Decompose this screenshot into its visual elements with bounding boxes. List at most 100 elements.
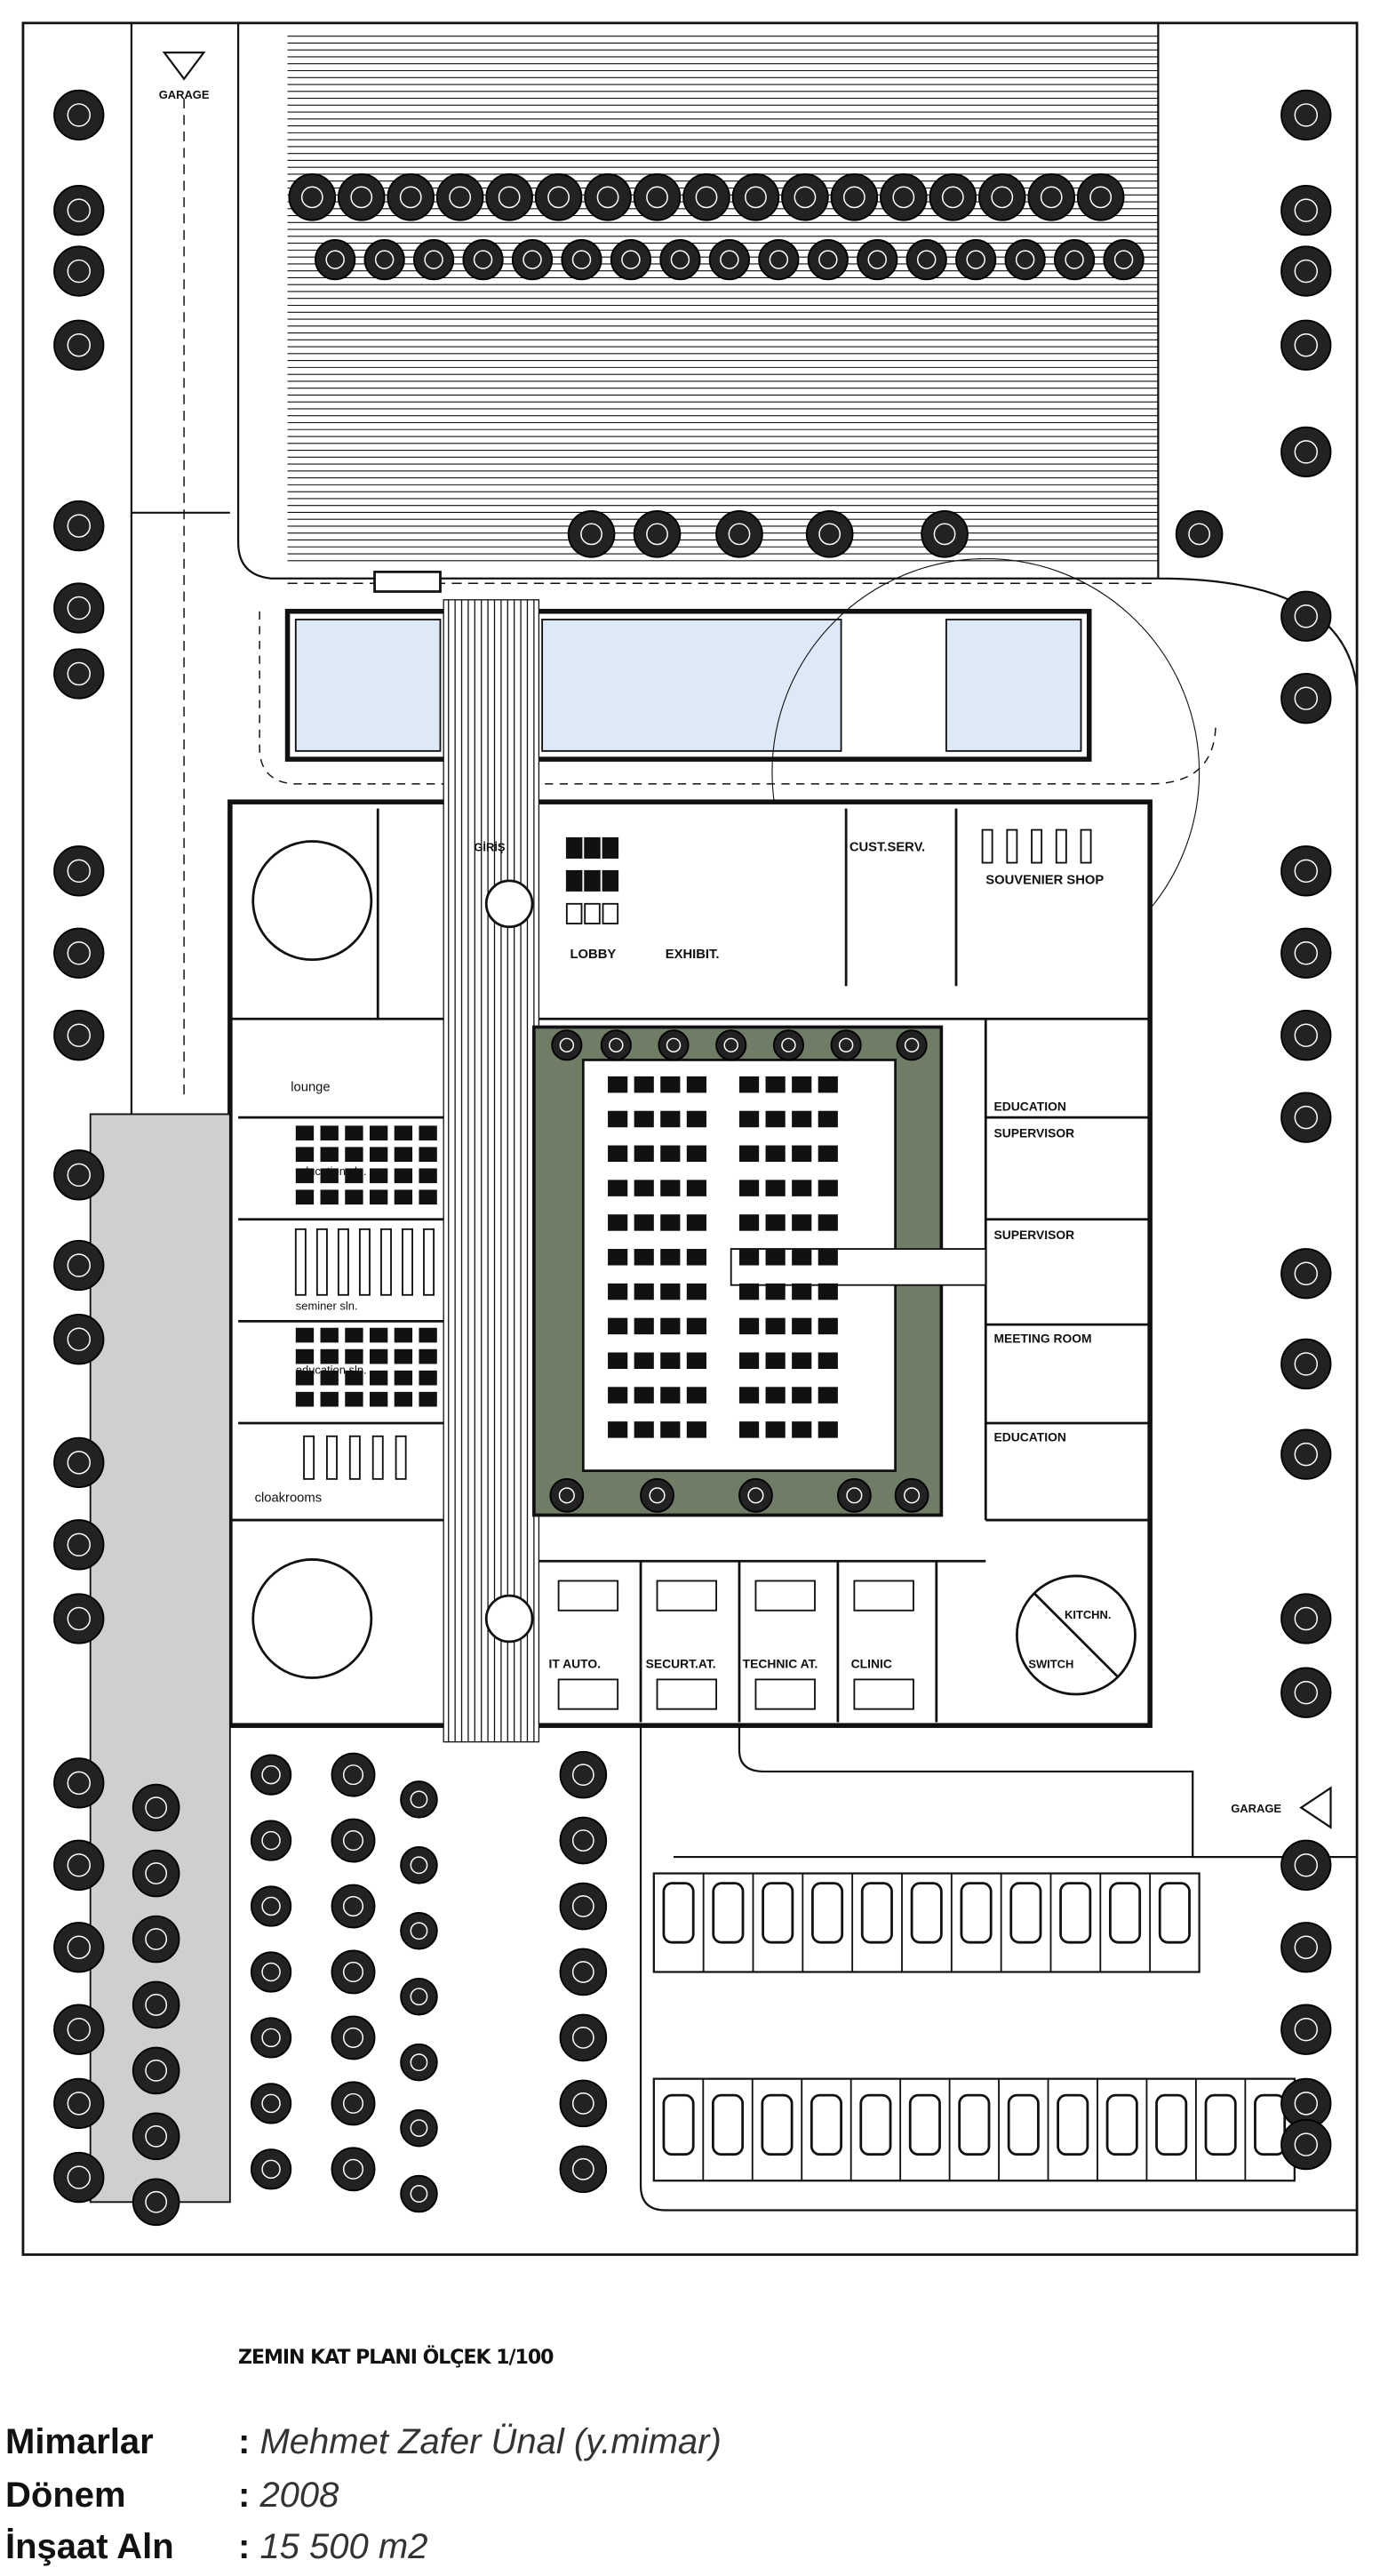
student-desk	[345, 1168, 363, 1184]
tree-icon	[400, 2043, 438, 2082]
hall-seat	[738, 1145, 760, 1163]
tree-icon-detail	[747, 1487, 764, 1504]
tree-icon	[1280, 1010, 1332, 1061]
room-exhibit: EXHIBIT.	[666, 948, 720, 962]
tree-icon-detail	[649, 1487, 666, 1504]
tree-icon	[880, 173, 928, 221]
room-education-r2: EDUCATION	[994, 1429, 1066, 1444]
locker	[303, 1435, 315, 1480]
tree-icon-detail	[966, 250, 985, 269]
tree-icon	[53, 1239, 105, 1292]
hall-seat	[818, 1110, 838, 1128]
boardwalk-outline	[443, 599, 540, 1743]
tree-icon	[1280, 2004, 1332, 2055]
tree-icon	[640, 1477, 674, 1513]
tree-icon	[559, 2145, 608, 2194]
hall-seat	[818, 1283, 838, 1300]
tree-icon-detail	[342, 2092, 364, 2114]
student-desk	[295, 1189, 315, 1205]
tree-icon	[830, 1029, 862, 1061]
tree-icon-detail	[67, 1853, 91, 1877]
car-icon	[762, 1882, 794, 1944]
tree-icon-detail	[67, 1451, 91, 1475]
tree-icon	[1004, 238, 1046, 281]
student-desk	[394, 1391, 413, 1407]
car-icon	[958, 2093, 991, 2156]
student-desk	[419, 1125, 437, 1141]
hall-seat	[660, 1145, 681, 1163]
tree-icon	[363, 238, 405, 281]
tree-icon-detail	[1294, 1442, 1318, 1467]
office-desk	[656, 1580, 718, 1612]
tree-icon	[1280, 89, 1332, 141]
tree-icon-detail	[571, 2027, 594, 2049]
office-desk	[754, 1678, 816, 1710]
car-icon	[811, 1882, 844, 1944]
car-icon	[1254, 2093, 1287, 2156]
tree-icon	[1280, 426, 1332, 478]
lobby-seat	[565, 869, 583, 892]
tree-icon-detail	[300, 186, 323, 209]
hall-seat	[792, 1180, 812, 1196]
tree-icon-detail	[67, 1253, 91, 1277]
tree-icon	[708, 238, 750, 281]
room-switch: SWITCH	[1028, 1657, 1073, 1670]
tree-icon-detail	[261, 1830, 281, 1851]
shop-shelf	[1031, 828, 1043, 864]
room-cloakrooms: cloakrooms	[255, 1492, 323, 1506]
tree-icon-detail	[67, 514, 91, 538]
tree-icon	[1280, 1248, 1332, 1300]
tree-icon	[400, 1780, 438, 1819]
lobby-seat	[602, 902, 619, 924]
tree-icon	[584, 173, 632, 221]
tree-icon	[549, 1477, 585, 1513]
tree-icon	[331, 1818, 376, 1863]
seminar-chair-row	[337, 1228, 349, 1296]
tree-icon	[836, 1477, 872, 1513]
seminar-chair-row	[315, 1228, 328, 1296]
hall-seat	[634, 1387, 654, 1404]
parking-spaces	[652, 1873, 1287, 2181]
tree-icon-detail	[769, 250, 789, 269]
hall-seat	[738, 1076, 760, 1093]
student-desk	[419, 1189, 437, 1205]
tree-icon	[53, 1839, 105, 1891]
hall-seat	[818, 1180, 838, 1196]
tree-icon	[250, 1951, 292, 1993]
tree-icon	[250, 1885, 292, 1927]
tree-icon-detail	[558, 1487, 575, 1504]
tree-icon-detail	[571, 1829, 594, 1852]
tree-icon-detail	[410, 2053, 428, 2072]
tree-icon	[132, 1849, 180, 1898]
info-value: 2008	[259, 2476, 339, 2515]
tree-icon-detail	[1089, 186, 1113, 209]
room-supervisor-2: SUPERVISOR	[994, 1228, 1075, 1242]
tree-icon-detail	[67, 2017, 91, 2042]
student-desk	[369, 1327, 388, 1343]
tree-icon-detail	[941, 186, 964, 209]
tree-icon-detail	[374, 250, 395, 269]
tree-icon	[894, 1477, 929, 1513]
hall-seat	[660, 1214, 681, 1231]
hall-seat	[608, 1214, 628, 1231]
tree-icon-detail	[1294, 1023, 1318, 1047]
tree-icon	[658, 1029, 690, 1061]
tree-icon	[633, 173, 682, 221]
tree-icon	[53, 582, 105, 634]
tree-icon-detail	[350, 186, 373, 209]
tree-icon-detail	[67, 333, 91, 357]
tree-icon-detail	[818, 250, 838, 269]
tree-icon-detail	[1294, 941, 1318, 965]
tree-icon-detail	[1294, 604, 1318, 628]
tree-icon-detail	[728, 523, 751, 546]
lobby-seat	[565, 836, 583, 859]
hall-seat	[818, 1352, 838, 1369]
tree-icon-detail	[1294, 198, 1318, 222]
tree-icon-detail	[67, 2165, 91, 2189]
tree-icon-detail	[342, 2158, 364, 2180]
lobby-seat	[584, 869, 601, 892]
hall-seat	[608, 1076, 628, 1093]
tree-icon	[977, 173, 1026, 221]
hall-seat	[738, 1214, 760, 1231]
student-desk	[394, 1125, 413, 1141]
